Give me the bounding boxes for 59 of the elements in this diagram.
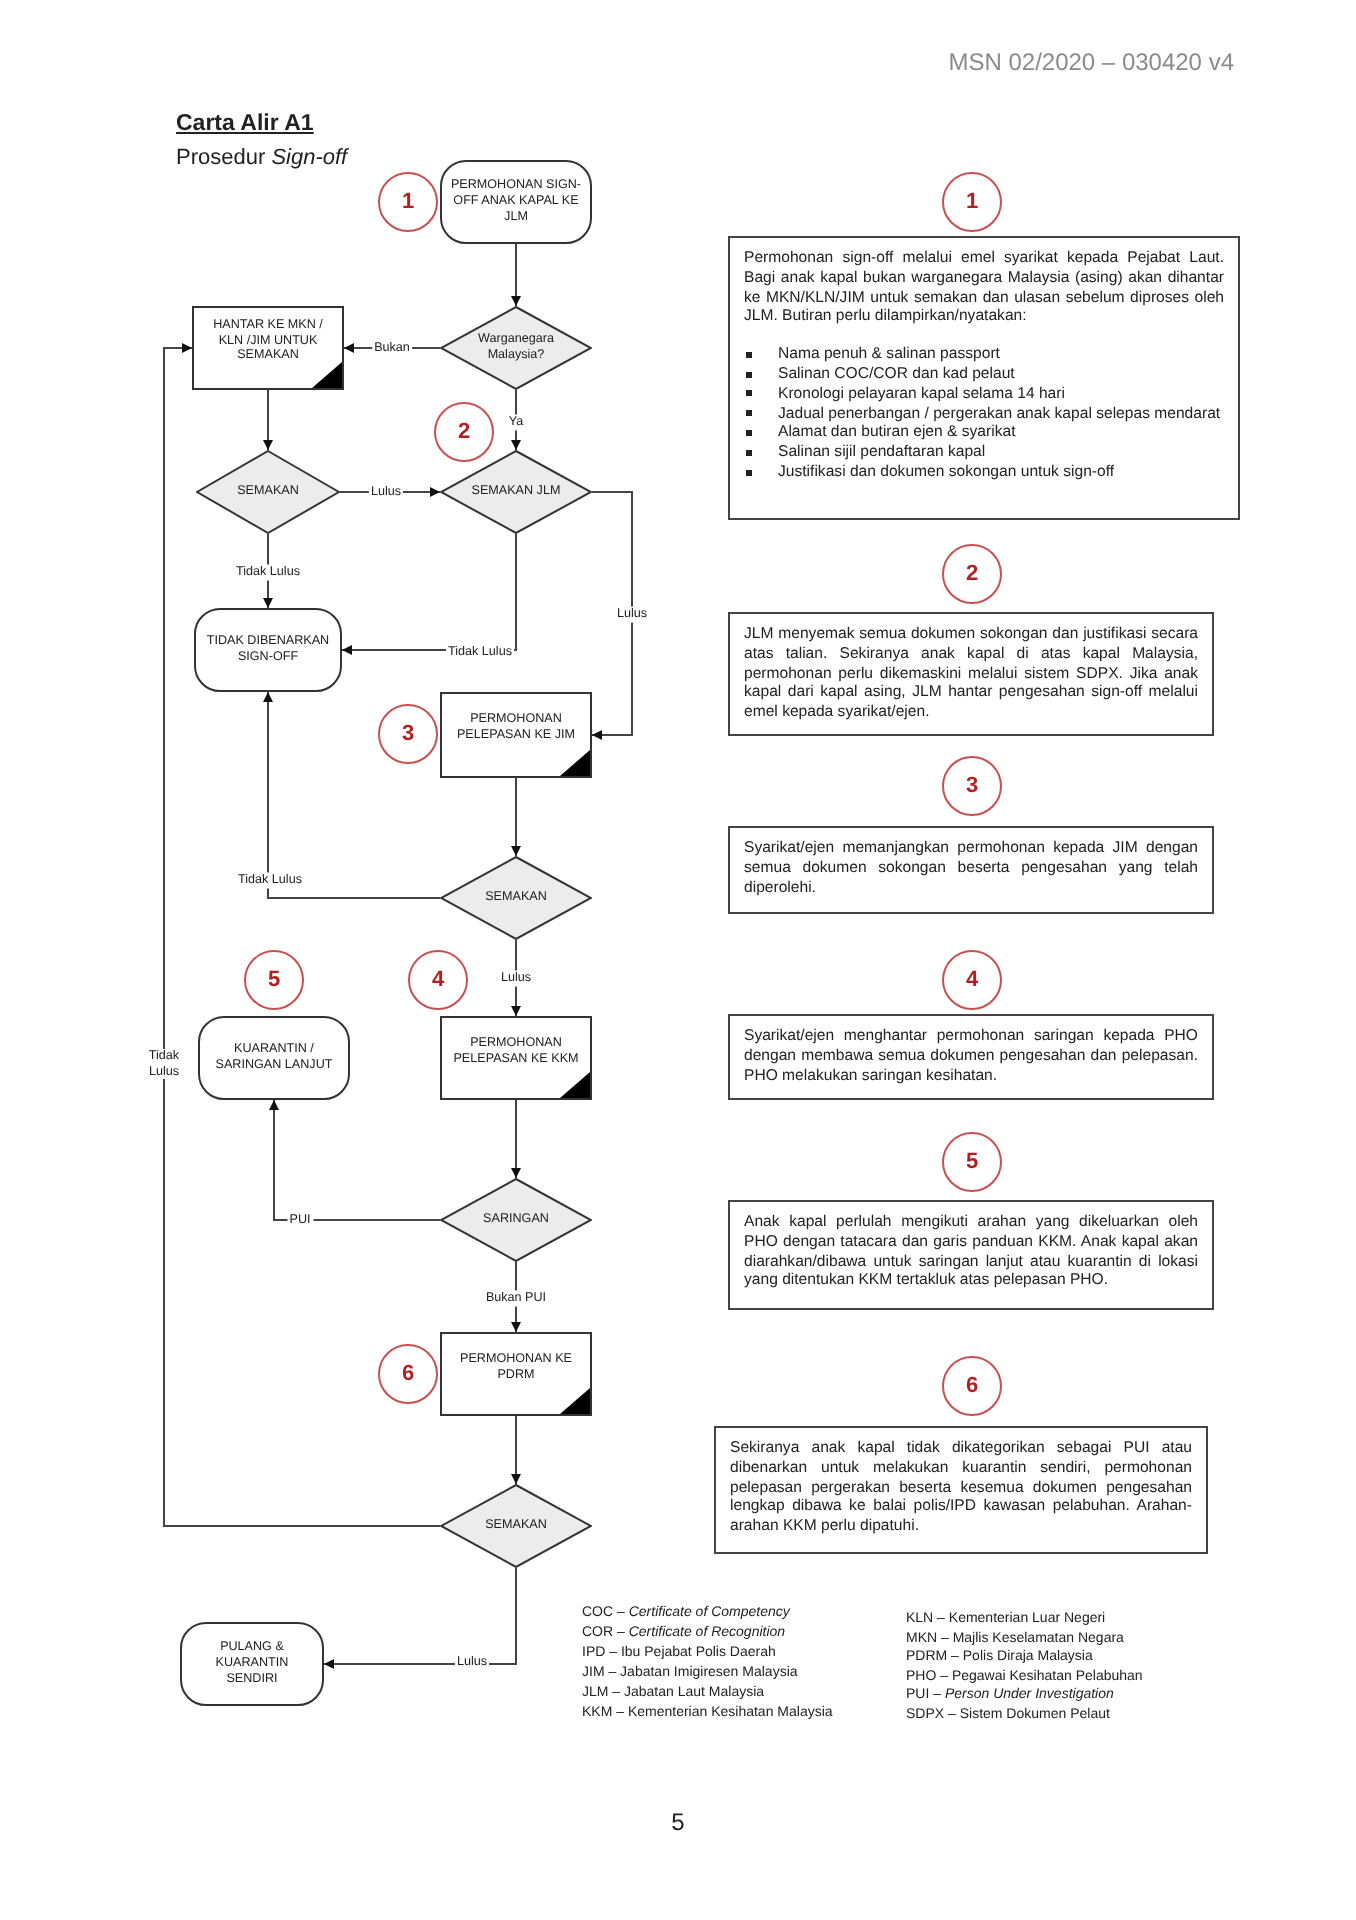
description-box [714, 1426, 1208, 1554]
step-circle [378, 704, 438, 764]
step-number: 2 [965, 563, 979, 585]
terminal-box [198, 1016, 350, 1100]
process-box [440, 1332, 592, 1416]
subtitle: Prosedur Sign-off [176, 146, 348, 170]
process-box [192, 306, 344, 390]
step-circle [408, 950, 468, 1010]
step-number: 6 [401, 1363, 415, 1385]
flow-arrow [323, 1567, 517, 1669]
step-number: 4 [431, 969, 445, 991]
description-box [728, 826, 1214, 914]
flow-arrow [591, 491, 633, 740]
step-circle [244, 950, 304, 1010]
step-circle [942, 756, 1002, 816]
decision-diamond [440, 306, 592, 390]
process-box [440, 692, 592, 778]
step-number: 1 [401, 191, 415, 213]
step-number: 4 [965, 969, 979, 991]
document-reference: MSN 02/2020 – 030420 v4 [948, 48, 1234, 76]
step-number: 5 [965, 1151, 979, 1173]
flow-arrow [263, 389, 273, 451]
step-circle [942, 1356, 1002, 1416]
flow-arrow [269, 1099, 441, 1221]
step-number: 1 [965, 191, 979, 213]
step-number: 3 [401, 723, 415, 745]
page-number: 5 [671, 1808, 685, 1836]
flow-arrow [511, 243, 521, 307]
terminal-box [180, 1622, 324, 1706]
step-number: 6 [965, 1375, 979, 1397]
flow-arrow [263, 691, 441, 899]
decision-diamond [440, 1484, 592, 1568]
step-circle [942, 1132, 1002, 1192]
page-title: Carta Alir A1 [176, 112, 314, 136]
flow-arrow [163, 343, 441, 1527]
step-number: 5 [267, 969, 281, 991]
decision-diamond [196, 450, 340, 534]
step-circle [378, 172, 438, 232]
flow-arrow [511, 777, 521, 857]
step-number: 3 [965, 775, 979, 797]
terminal-box [440, 160, 592, 244]
step-circle [942, 950, 1002, 1010]
step-number: 2 [457, 421, 471, 443]
flow-arrow [511, 389, 521, 451]
step-circle [942, 172, 1002, 232]
flow-arrow [511, 1099, 521, 1179]
decision-diamond [440, 856, 592, 940]
description-box [728, 236, 1240, 520]
step-circle [378, 1344, 438, 1404]
step-circle [942, 544, 1002, 604]
decision-diamond [440, 450, 592, 534]
decision-diamond [440, 1178, 592, 1262]
flow-arrow [511, 1415, 521, 1485]
terminal-box [194, 608, 342, 692]
step-circle [434, 402, 494, 462]
description-box [728, 612, 1214, 736]
process-box [440, 1016, 592, 1100]
description-box [728, 1200, 1214, 1310]
description-box [728, 1014, 1214, 1100]
